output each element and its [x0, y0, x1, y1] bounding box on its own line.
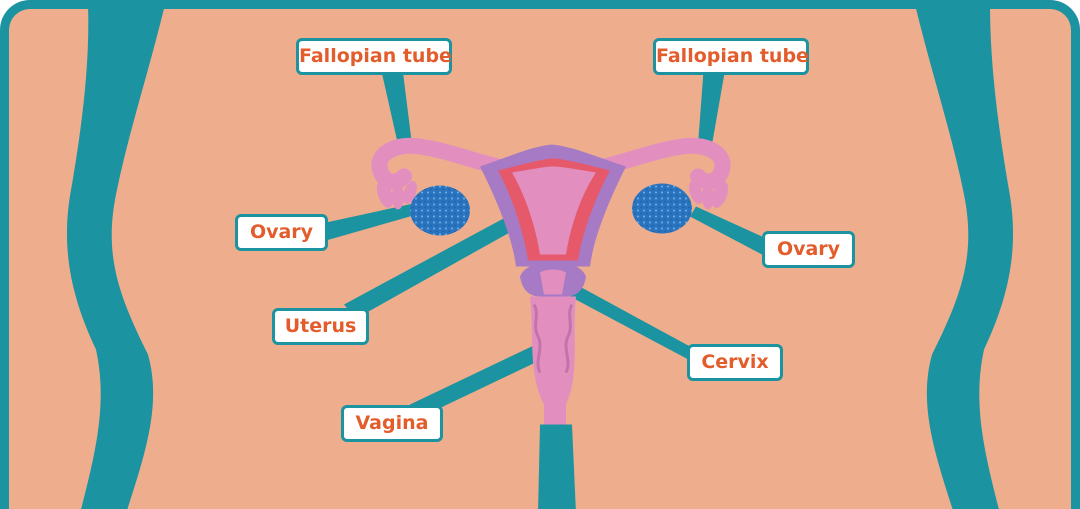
label-vagina: Vagina — [341, 405, 443, 442]
leg-gap — [538, 425, 576, 509]
label-fallopian-tube-right: Fallopian tube — [653, 38, 809, 75]
body-outline-right — [915, 9, 1013, 509]
label-ovary-left: Ovary — [235, 214, 328, 251]
label-ovary-right: Ovary — [762, 231, 855, 268]
label-cervix: Cervix — [687, 344, 783, 381]
body-outline-left — [67, 9, 165, 509]
ovary-left — [410, 186, 470, 236]
anatomy-illustration — [9, 9, 1071, 509]
label-uterus: Uterus — [272, 308, 369, 345]
ovary-right — [632, 184, 692, 234]
label-fallopian-tube-left: Fallopian tube — [296, 38, 452, 75]
